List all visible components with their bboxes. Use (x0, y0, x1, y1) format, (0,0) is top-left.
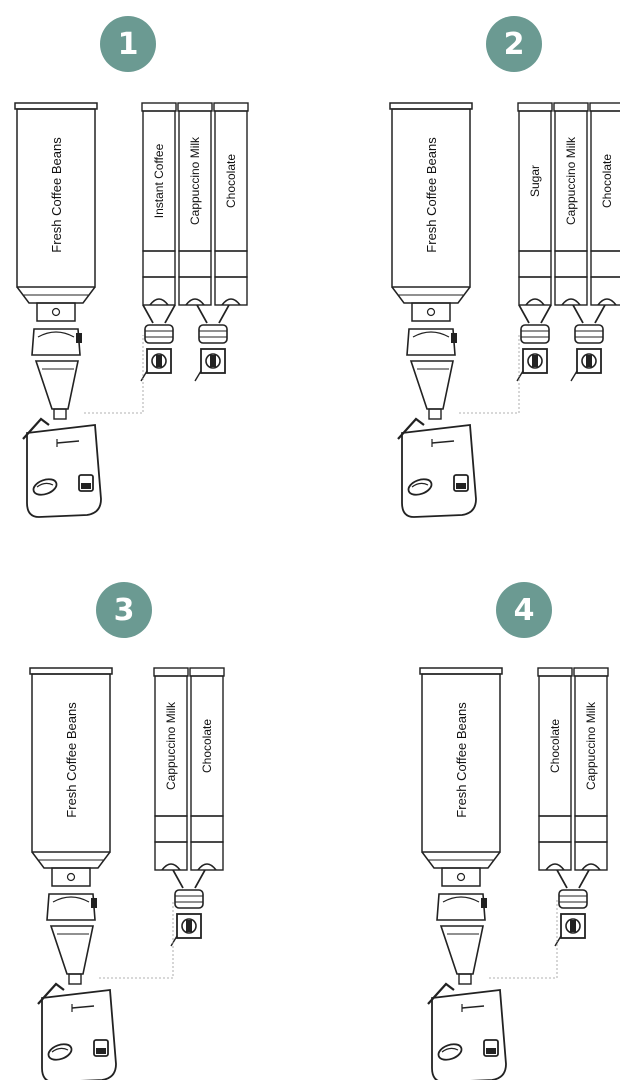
brewer-body (427, 982, 507, 1080)
canister: Cappuccino Milk (153, 667, 189, 871)
bean-hopper: Fresh Coffee Beans (29, 667, 113, 887)
bean-hopper: Fresh Coffee Beans (419, 667, 503, 887)
mixing-bowl (194, 304, 230, 382)
configuration-number-badge: 1 (100, 16, 156, 72)
brewer-body (22, 417, 102, 518)
canister-label: Cappuccino Milk (188, 136, 202, 225)
canister: Instant Coffee (141, 102, 177, 306)
canister: Chocolate (213, 102, 249, 306)
grinder-unit (46, 893, 97, 985)
bean-hopper: Fresh Coffee Beans (14, 102, 98, 322)
canister-label: Chocolate (224, 154, 238, 208)
machine-drawing: Fresh Coffee Beans Cappuccino Milk Chocola… (29, 667, 225, 1080)
machine-drawing: Fresh Coffee Beans Sugar Cappuccino Milk Ch… (389, 102, 620, 518)
bean-hopper-label: Fresh Coffee Beans (49, 137, 64, 253)
canister-label: Cappuccino Milk (164, 701, 178, 790)
grinder-unit (436, 893, 487, 985)
canister: Cappuccino Milk (177, 102, 213, 306)
canister: Cappuccino Milk (553, 102, 589, 306)
configuration-number-badge: 3 (96, 582, 152, 638)
grinder-unit (31, 328, 82, 420)
canister: Chocolate (589, 102, 620, 306)
canister-label: Cappuccino Milk (564, 136, 578, 225)
canister-label: Chocolate (200, 719, 214, 773)
bean-hopper-label: Fresh Coffee Beans (64, 702, 79, 818)
brewer-body (37, 982, 117, 1080)
mixing-bowl (516, 304, 552, 382)
machine-drawing: Fresh Coffee Beans Chocolate Cappuccino Mi… (419, 667, 609, 1080)
mixing-bowl (570, 304, 606, 382)
canister-label: Cappuccino Milk (584, 701, 598, 790)
canister: Chocolate (189, 667, 225, 871)
canister-label: Chocolate (600, 154, 614, 208)
canister-label: Instant Coffee (152, 143, 166, 218)
mixing-bowl (170, 869, 206, 947)
mixing-bowl (554, 869, 590, 947)
machine-drawing: Fresh Coffee Beans Instant Coffee Cappucci… (14, 102, 249, 518)
mixing-bowl (140, 304, 176, 382)
bean-hopper-label: Fresh Coffee Beans (424, 137, 439, 253)
canister-label: Sugar (528, 165, 542, 197)
bean-hopper-label: Fresh Coffee Beans (454, 702, 469, 818)
grinder-unit (406, 328, 457, 420)
canister: Cappuccino Milk (573, 667, 609, 871)
canister: Chocolate (537, 667, 573, 871)
canister-label: Chocolate (548, 719, 562, 773)
configuration-number-badge: 2 (486, 16, 542, 72)
bean-hopper: Fresh Coffee Beans (389, 102, 473, 322)
canister: Sugar (517, 102, 553, 306)
brewer-body (397, 417, 477, 518)
configuration-number-badge: 4 (496, 582, 552, 638)
